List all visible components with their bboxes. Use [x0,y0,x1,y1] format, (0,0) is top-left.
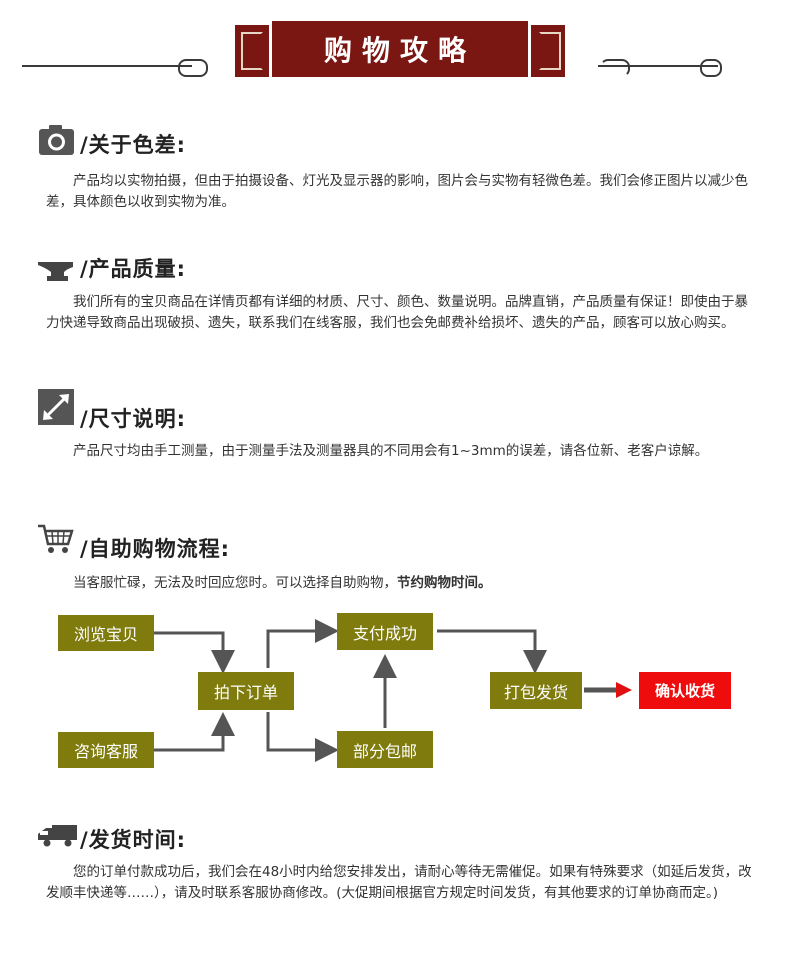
section-body-flow: 当客服忙碌，无法及时回应您时。可以选择自助购物，节约购物时间。 [46,573,758,594]
page-title: 购物攻略 [272,21,528,77]
arrow-pay-to-pack [437,629,547,674]
arrow-order-to-partial [266,712,339,762]
section-body-size: 产品尺寸均由手工测量，由于测量手法及测量器具的不同用会有1~3mm的误差，请各位… [73,443,709,459]
flow-intro-text: 当客服忙碌，无法及时回应您时。可以选择自助购物， [73,575,397,591]
flow-step-consult: 咨询客服 [58,732,154,768]
arrow-browse-to-order [154,631,235,674]
flow-step-confirm: 确认收货 [639,672,731,709]
header-right-fret-ornament [531,25,565,77]
section-body-quality: 我们所有的宝贝商品在详情页都有详细的材质、尺寸、颜色、数量说明。品牌直销，产品质… [46,294,748,331]
header-left-fret-ornament [235,25,269,77]
section-title-color: /关于色差: [80,133,187,157]
section-title-quality: /产品质量: [80,257,187,281]
header-right-scroll-end-ornament [700,59,722,77]
header-left-rule [22,65,192,67]
shopping-cart-icon [38,524,74,553]
truck-icon [38,825,77,847]
resize-arrow-icon [38,389,74,425]
arrow-pack-to-confirm-head [616,682,632,698]
flow-step-partial-free-shipping: 部分包邮 [337,731,433,768]
section-body-shipping: 您的订单付款成功后，我们会在48小时内给您安排发出，请耐心等待无需催促。如果有特… [46,864,752,901]
header-left-scroll-ornament [178,59,208,77]
camera-icon [39,125,74,155]
section-title-size: /尺寸说明: [80,407,187,431]
flow-intro-bold-text: 节约购物时间。 [397,575,492,591]
arrow-order-to-pay [266,619,339,668]
arrow-consult-to-order [154,712,235,752]
flow-step-order: 拍下订单 [198,672,294,710]
header-right-scroll-ornament [600,59,630,77]
header-right-rule [598,65,718,67]
flow-step-browse: 浏览宝贝 [58,615,154,651]
section-body-color: 产品均以实物拍摄，但由于拍摄设备、灯光及显示器的影响，图片会与实物有轻微色差。我… [46,173,748,210]
anvil-icon [38,262,73,281]
flow-step-pack: 打包发货 [490,672,582,709]
section-title-shipping: /发货时间: [80,828,187,852]
section-title-flow: /自助购物流程: [80,537,231,561]
flow-step-pay: 支付成功 [337,613,433,650]
